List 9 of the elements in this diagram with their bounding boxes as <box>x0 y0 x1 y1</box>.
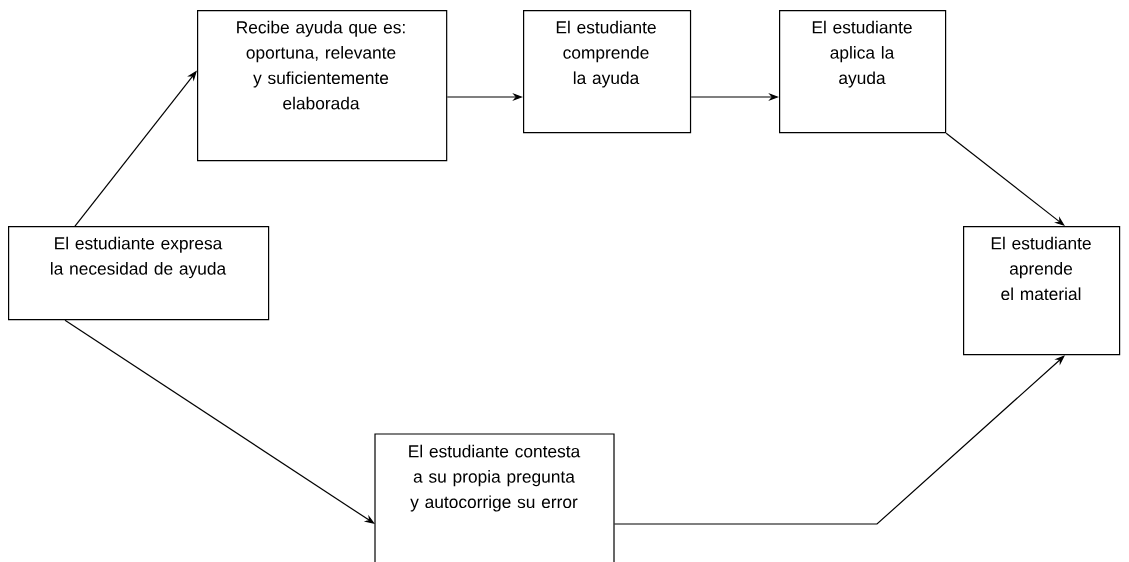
process-box: El estudiante contesta a su propia pregunta y autocorrige su error <box>374 433 615 562</box>
process-box: El estudiante aplica la ayuda <box>779 10 947 134</box>
process-box: El estudiante aprende el material <box>963 226 1121 356</box>
arrow <box>945 132 1065 226</box>
process-box: El estudiante comprende la ayuda <box>523 10 692 134</box>
arrow <box>64 319 375 524</box>
process-box: El estudiante expresa la necesidad de ayuda <box>8 226 270 321</box>
process-box: Recibe ayuda que es: oportuna, relevante y suficientemente elaborada <box>197 10 448 162</box>
arrow <box>613 355 1065 525</box>
